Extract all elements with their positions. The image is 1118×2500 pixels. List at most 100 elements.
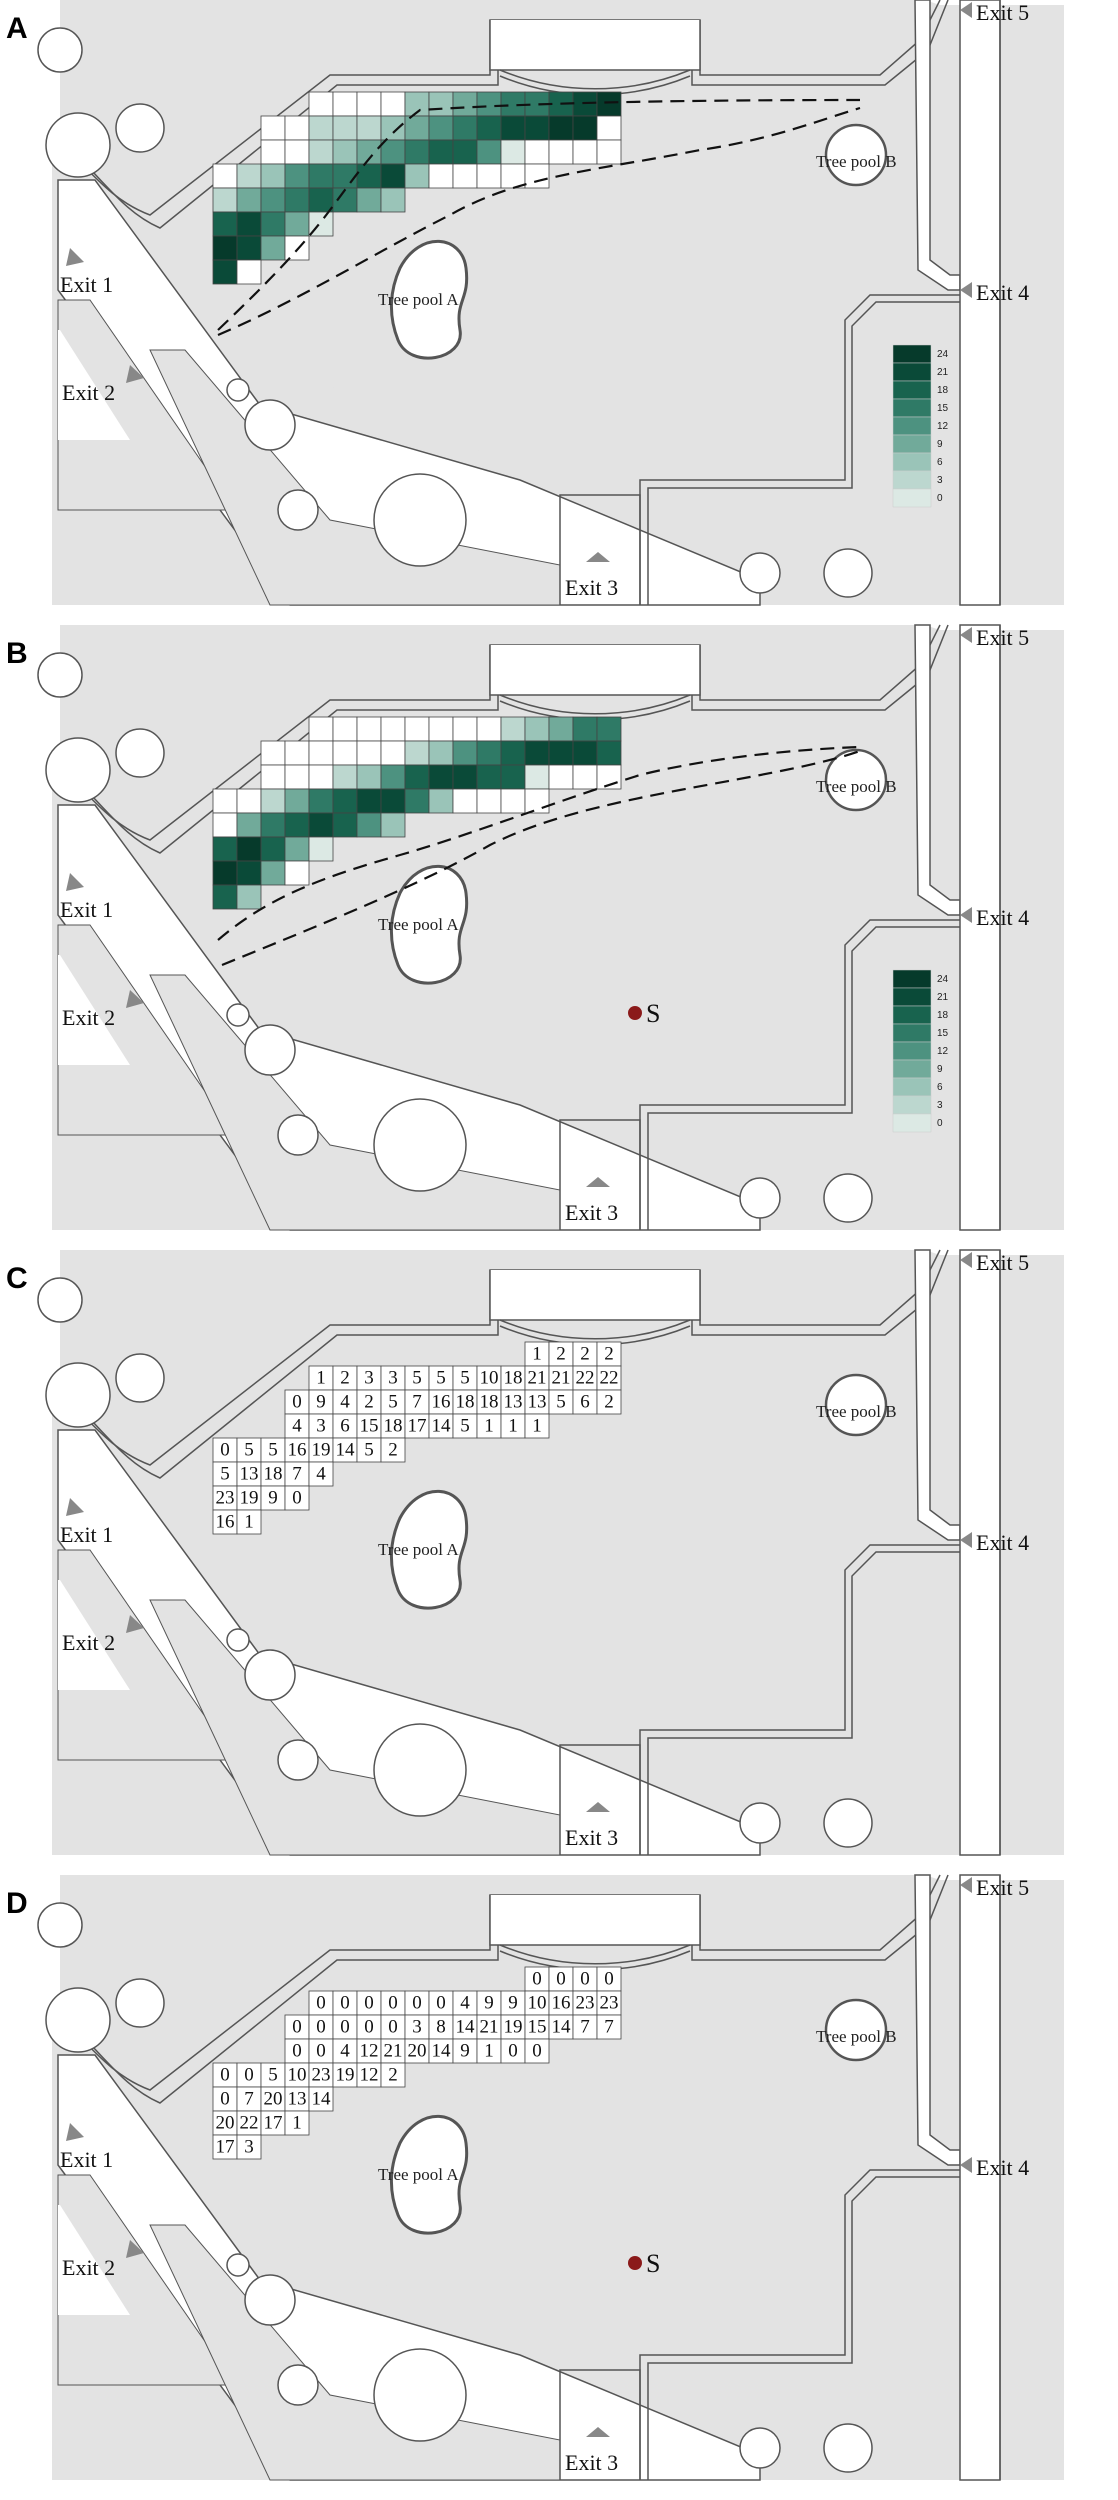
cell-value: 13 (528, 1391, 547, 1412)
cell-value: 1 (484, 1415, 494, 1436)
legend-tick-label: 12 (937, 421, 949, 432)
grid-cell (332, 2062, 358, 2088)
cell-value: 4 (292, 1415, 302, 1436)
grid-cell (308, 139, 334, 165)
cell-value: 18 (384, 1415, 403, 1436)
grid-cell (428, 115, 454, 141)
grid-cell (380, 740, 406, 766)
grid-cell (356, 764, 382, 790)
grid-cell (332, 1413, 358, 1439)
grid-cell (356, 187, 382, 213)
grid-cell (260, 812, 286, 838)
legend-swatch (892, 1023, 932, 1043)
grid-cell (236, 836, 262, 862)
grid-cell (308, 187, 334, 213)
flow-boundary-line (221, 749, 861, 967)
cell-value: 22 (576, 1367, 595, 1388)
flow-boundary-line (217, 98, 861, 331)
cell-value: 3 (316, 1415, 326, 1436)
grid-cell (428, 788, 454, 814)
grid-cell (212, 1509, 238, 1535)
grid-cell (236, 1509, 262, 1535)
cell-value: 22 (600, 1367, 619, 1388)
flow-boundary-line (217, 106, 861, 337)
grid-cell (380, 716, 406, 742)
legend-swatch (892, 344, 932, 364)
panel-letter: D (6, 1887, 28, 1920)
cell-value: 3 (244, 2136, 254, 2157)
grid-cell (476, 764, 502, 790)
grid-cell (260, 860, 286, 886)
cell-value: 19 (504, 2016, 523, 2037)
grid-cell (380, 2014, 406, 2040)
grid-cell (428, 1365, 454, 1391)
cell-value: 2 (604, 1343, 614, 1364)
cell-value: 1 (508, 1415, 518, 1436)
panel-letter: A (6, 12, 28, 45)
cell-value: 9 (508, 1992, 518, 2013)
grid-cell (380, 187, 406, 213)
cell-value: 0 (364, 2016, 374, 2037)
grid-cell (332, 812, 358, 838)
grid-cell (524, 716, 550, 742)
cell-value: 1 (316, 1367, 326, 1388)
tree-pool-b-label: Tree pool B (816, 2027, 897, 2046)
grid-cell (332, 2038, 358, 2064)
cell-value: 12 (360, 2040, 379, 2061)
legend-tick-label: 15 (937, 1028, 949, 1039)
grid-cell (236, 2134, 262, 2160)
legend-swatch (892, 1113, 932, 1133)
cell-value: 14 (312, 2088, 332, 2109)
grid-cell (452, 163, 478, 189)
cell-value: 0 (292, 2040, 302, 2061)
grid-cell (380, 788, 406, 814)
grid-cell (500, 788, 526, 814)
grid-cell (596, 716, 622, 742)
cell-value: 7 (292, 1463, 302, 1484)
grid-cell (572, 716, 598, 742)
legend-swatch (892, 987, 932, 1007)
legend-swatch (892, 1059, 932, 1079)
grid-cell (212, 812, 238, 838)
grid-cell (476, 163, 502, 189)
exit5-label: Exit 5 (976, 625, 1029, 650)
grid-cell (500, 1365, 526, 1391)
grid-cell (500, 115, 526, 141)
grid-cell (428, 740, 454, 766)
grid-cell (596, 91, 622, 117)
grid-cell (596, 1990, 622, 2016)
cell-value: 5 (556, 1391, 566, 1412)
grid-cell (428, 764, 454, 790)
cell-value: 0 (340, 1992, 350, 2013)
grid-cell (596, 1365, 622, 1391)
exit4-label: Exit 4 (976, 280, 1029, 305)
grid-cell (308, 2086, 334, 2112)
legend-tick-label: 18 (937, 1010, 949, 1021)
start-point-label: S (646, 999, 660, 1028)
cell-value: 0 (412, 1992, 422, 2013)
grid-cell (596, 139, 622, 165)
grid-cell (380, 91, 406, 117)
grid-cell (404, 139, 430, 165)
grid-cell (332, 163, 358, 189)
grid-cell (452, 1413, 478, 1439)
grid-cell (380, 163, 406, 189)
cell-value: 0 (244, 2064, 254, 2085)
cell-value: 7 (580, 2016, 590, 2037)
grid-cell (572, 139, 598, 165)
cell-value: 2 (388, 1439, 398, 1460)
cell-value: 23 (576, 1992, 595, 2013)
grid-cell (380, 764, 406, 790)
grid-cell (356, 163, 382, 189)
grid-cell (284, 2110, 310, 2136)
grid-cell (380, 1413, 406, 1439)
cell-value: 7 (412, 1391, 422, 1412)
cell-value: 19 (312, 1439, 331, 1460)
grid-cell (404, 1389, 430, 1415)
cell-value: 1 (292, 2112, 302, 2133)
legend-tick-label: 9 (937, 439, 943, 450)
legend-tick-label: 24 (937, 349, 949, 360)
grid-cell (308, 812, 334, 838)
